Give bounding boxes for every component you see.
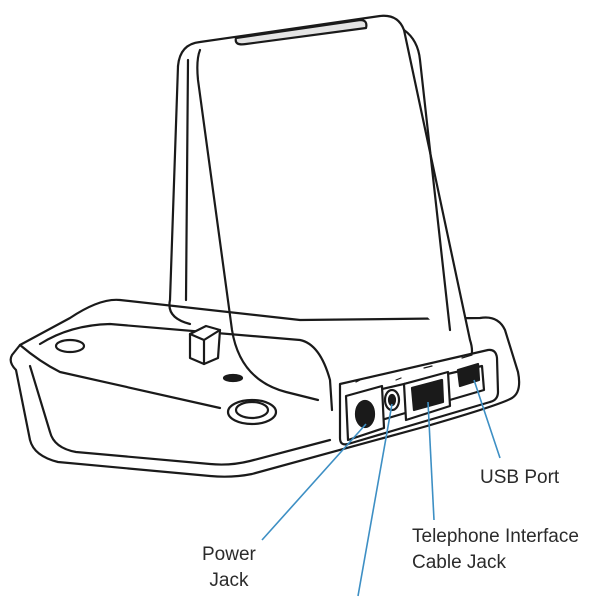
leader-power [261, 423, 367, 541]
leader-usb [473, 379, 501, 459]
leader-telephone [427, 401, 435, 521]
tray-button-small [54, 338, 86, 354]
power-label-line1: Power [202, 544, 256, 565]
power-jack-label: Power Jack [202, 542, 256, 594]
leader-headset [357, 403, 393, 597]
usb-port-text: USB Port [480, 467, 560, 488]
power-label-line2: Jack [209, 570, 249, 591]
top-slot [234, 18, 368, 46]
tray-lip [28, 364, 332, 466]
telephone-label-line1: Telephone Interface [412, 526, 579, 547]
upright-stand [176, 14, 474, 362]
base-tray [9, 298, 521, 478]
usb-port-label: USB Port [480, 465, 559, 491]
tray-button-round [226, 398, 278, 426]
telephone-label-line2: Cable Jack [412, 552, 506, 573]
telephone-jack-label: Telephone Interface Cable Jack [412, 524, 579, 576]
